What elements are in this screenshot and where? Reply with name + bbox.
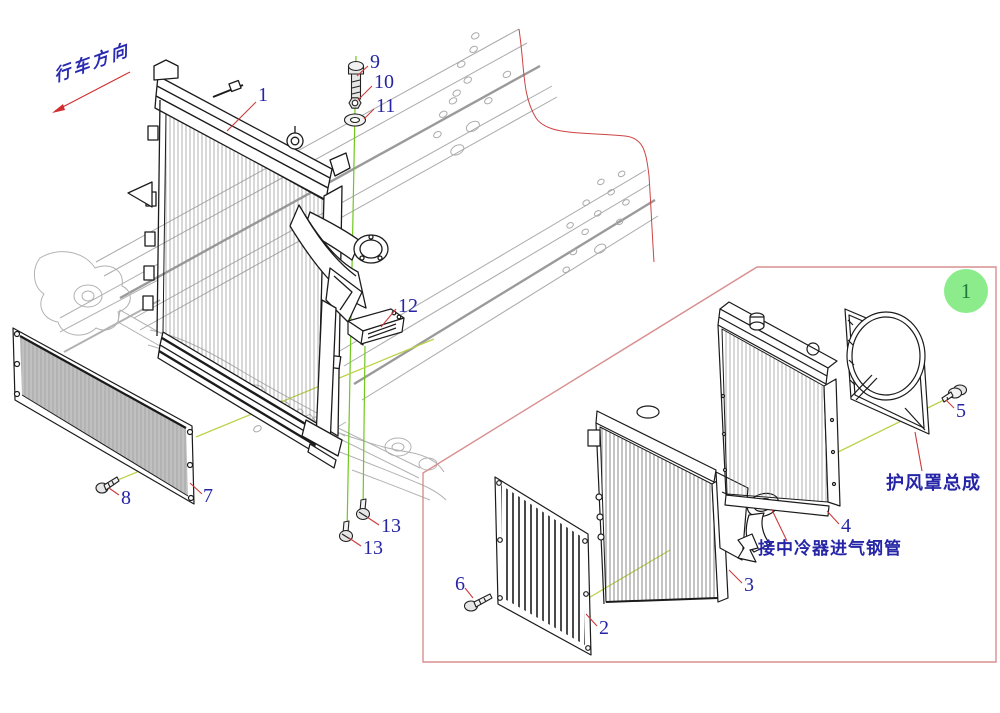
callout-bolt-13-upper: 13 (381, 515, 401, 537)
leader-lines (52, 65, 955, 627)
mounting-bracket-12 (347, 308, 405, 346)
callout-grille-bolt-6: 6 (455, 573, 465, 595)
direction-arrow (52, 71, 131, 113)
inset-fan-shroud (844, 308, 930, 435)
callout-bolt-13-lower: 13 (363, 537, 383, 559)
frame-break-line (518, 28, 655, 263)
mesh-panel-7 (12, 327, 195, 505)
callout-radiator: 1 (258, 84, 268, 106)
callout-bracket-12: 12 (398, 295, 418, 317)
radiator-assembly (127, 59, 389, 469)
callout-radiator-4: 4 (841, 515, 851, 537)
fasteners-main (95, 60, 371, 543)
inset-badge: 1 (944, 269, 988, 313)
inset-radiator-4 (717, 301, 841, 517)
callout-washer-11: 11 (376, 95, 396, 117)
callout-mesh-bolt-8: 8 (121, 487, 131, 509)
callout-mesh-panel-7: 7 (203, 485, 213, 507)
inset-box (422, 266, 997, 663)
inset-grille-2 (494, 476, 592, 656)
callout-grille-2: 2 (599, 617, 609, 639)
inset-badge-number: 1 (960, 278, 972, 303)
callout-nut-10: 10 (374, 71, 394, 93)
callout-shroud-bolt-5: 5 (956, 400, 966, 422)
callout-intercooler-3: 3 (744, 574, 754, 596)
label-fan-shroud-assembly: 护风罩总成 (886, 473, 981, 493)
fasteners-inset (463, 384, 968, 612)
label-intercooler-intake-pipe: 接中冷器进气钢管 (758, 539, 902, 558)
callout-bolt-9: 9 (370, 51, 380, 73)
